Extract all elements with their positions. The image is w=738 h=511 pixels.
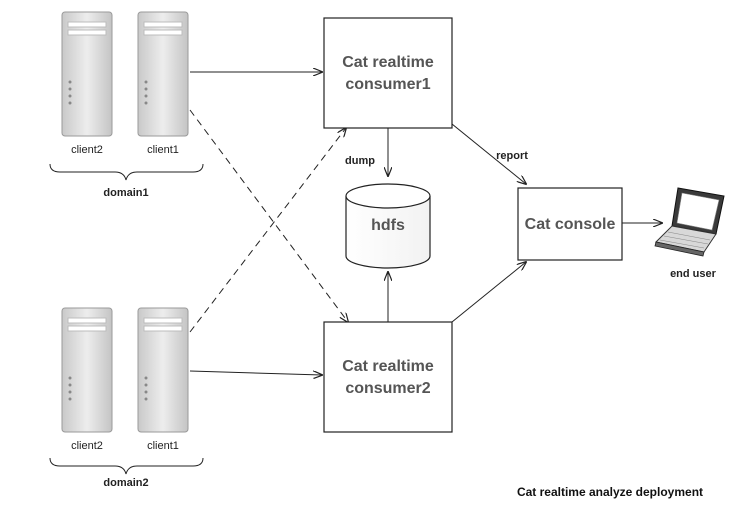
server-tower-d2-client2: [61, 307, 113, 433]
domain2-label: domain2: [103, 477, 148, 489]
laptop-icon: [654, 187, 725, 257]
domain2-brace: [49, 457, 204, 475]
consumer1-label-line2: consumer1: [345, 76, 430, 93]
hdfs-cylinder: hdfs: [345, 183, 431, 269]
server-tower-d2-client1: [137, 307, 189, 433]
consumer2-box: Cat realtime consumer2: [323, 321, 453, 433]
diagram-caption: Cat realtime analyze deployment: [517, 485, 703, 499]
end-user-label: end user: [670, 268, 717, 280]
consumer2-label-line2: consumer2: [345, 380, 430, 397]
server-tower-d1-client2: [61, 11, 113, 137]
client-label-d2-client1: client1: [147, 440, 179, 452]
edge-label-dump: dump: [345, 155, 375, 167]
client-label-d1-client2: client2: [71, 144, 103, 156]
dashed-arrow-d1-to-consumer2: [189, 109, 348, 322]
cat-console-label: Cat console: [525, 216, 616, 233]
hdfs-label: hdfs: [371, 217, 405, 234]
dashed-arrow-d2-to-consumer1: [189, 128, 346, 333]
arrow-d2-to-consumer2: [189, 370, 322, 375]
domain1-label: domain1: [103, 187, 148, 199]
edge-label-report: report: [496, 150, 528, 162]
client-label-d1-client1: client1: [147, 144, 179, 156]
client-label-d2-client2: client2: [71, 440, 103, 452]
consumer2-label-line1: Cat realtime: [342, 358, 434, 375]
arrow-consumer1-to-console: [451, 123, 526, 184]
cat-console-box: Cat console: [517, 187, 623, 261]
consumer1-box: Cat realtime consumer1: [323, 17, 453, 129]
domain1-brace: [49, 163, 204, 181]
arrow-consumer2-to-console: [451, 262, 526, 323]
consumer1-label-line1: Cat realtime: [342, 54, 434, 71]
server-tower-d1-client1: [137, 11, 189, 137]
